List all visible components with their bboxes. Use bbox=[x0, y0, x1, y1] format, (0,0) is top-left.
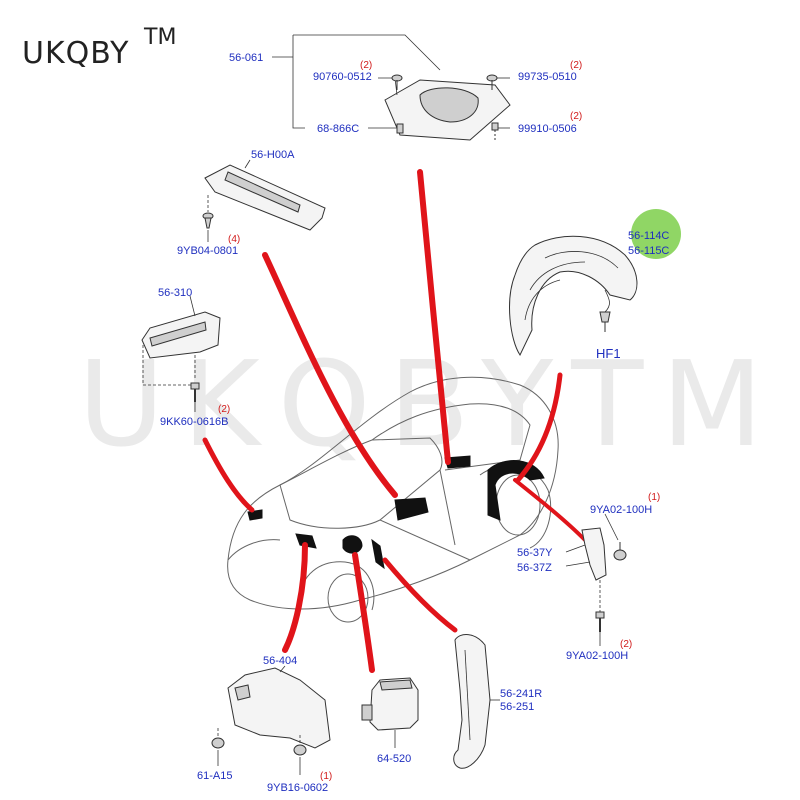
qty-9yb16: (1) bbox=[320, 771, 332, 782]
nut-9ya02-top-icon bbox=[613, 542, 627, 561]
label-56-37z: 56-37Z bbox=[517, 562, 552, 574]
clip-68-866c-icon bbox=[396, 123, 404, 134]
bracket-56-37y bbox=[581, 527, 607, 581]
clip-9yb16-icon bbox=[293, 744, 307, 756]
callout-lines bbox=[202, 169, 587, 673]
label-9kk60-0616b: 9KK60-0616B bbox=[160, 416, 229, 428]
part-56-114c-group: 56-114C 56-115C HF1 bbox=[509, 209, 681, 361]
label-56-115c: 56-115C bbox=[628, 245, 669, 257]
callout-56-061 bbox=[417, 169, 451, 465]
part-56-37y-group: (1) 9YA02-100H 56-37Y 56-37Z (2) 9YA02-1… bbox=[517, 492, 660, 662]
part-56-h00a-group: 56-H00A (4) 9YB04-0801 bbox=[177, 149, 326, 257]
qty-9kk60: (2) bbox=[218, 404, 230, 415]
label-9ya02-100h-bot: 9YA02-100H bbox=[566, 650, 628, 662]
qty-90760: (2) bbox=[360, 60, 372, 71]
label-56-241r: 56-241R bbox=[500, 688, 542, 700]
label-61-a15: 61-A15 bbox=[197, 770, 232, 782]
car-outline bbox=[227, 376, 559, 623]
label-90760-0512: 90760-0512 bbox=[313, 71, 372, 83]
label-99910-0506: 99910-0506 bbox=[518, 123, 577, 135]
label-68-866c: 68-866C bbox=[317, 123, 359, 135]
label-56-310: 56-310 bbox=[158, 287, 192, 299]
box-64-520 bbox=[369, 677, 419, 731]
callout-64-520 bbox=[352, 552, 375, 673]
label-64-520: 64-520 bbox=[377, 753, 411, 765]
qty-99735: (2) bbox=[570, 60, 582, 71]
brand-name: UKQBY bbox=[22, 36, 130, 71]
label-56-h00a: 56-H00A bbox=[251, 149, 295, 161]
nut-61-a15-icon bbox=[211, 737, 225, 749]
qty-9ya02-bot: (2) bbox=[620, 639, 632, 650]
callout-56-114c bbox=[515, 372, 563, 483]
label-56-114c: 56-114C bbox=[628, 230, 669, 242]
cover-56-404 bbox=[227, 667, 331, 749]
label-9ya02-100h-top: 9YA02-100H bbox=[590, 504, 652, 516]
label-9yb04-0801: 9YB04-0801 bbox=[177, 245, 238, 257]
qty-9yb04: (4) bbox=[228, 234, 240, 245]
label-hf1: HF1 bbox=[596, 346, 621, 361]
nut-99910-icon bbox=[491, 122, 499, 142]
label-99735-0510: 99735-0510 bbox=[518, 71, 577, 83]
bolt-9ya02-bot-icon bbox=[595, 611, 605, 632]
qty-9ya02-top: (1) bbox=[648, 492, 660, 503]
callout-56-h00a bbox=[262, 252, 398, 498]
callout-56-404 bbox=[282, 542, 308, 653]
screw-90760-icon bbox=[391, 74, 403, 90]
part-56-061-group: 56-061 (2) 90760-0512 68-866C (2) 99735-… bbox=[229, 34, 582, 142]
part-56-310-group: 56-310 (2) 9KK60-0616B bbox=[141, 287, 230, 428]
bracket-leader bbox=[292, 35, 305, 129]
screw-99735-icon bbox=[486, 74, 498, 90]
callout-56-37y bbox=[513, 478, 587, 542]
liner-56-114c bbox=[509, 235, 638, 357]
part-56-241r-group: 56-241R 56-251 bbox=[453, 634, 542, 769]
watermark: UKQBYTM bbox=[78, 335, 781, 473]
part-56-404-group: 56-404 61-A15 (1) 9YB16-0602 bbox=[197, 655, 332, 794]
brand-tm: TM bbox=[143, 25, 176, 50]
clip-hf1-icon bbox=[599, 311, 611, 332]
label-56-404: 56-404 bbox=[263, 655, 297, 667]
callout-56-241r bbox=[382, 557, 458, 633]
shield-56-241r bbox=[453, 634, 491, 769]
label-56-37y: 56-37Y bbox=[517, 547, 553, 559]
brand-logo: UKQBY TM bbox=[22, 25, 176, 71]
bolt-9kk60-icon bbox=[190, 382, 200, 402]
highlight-dot bbox=[631, 209, 681, 259]
clip-9yb04-icon bbox=[202, 212, 214, 229]
label-56-061: 56-061 bbox=[229, 52, 263, 64]
part-64-520-group: 64-520 bbox=[361, 677, 419, 765]
callout-56-310 bbox=[202, 437, 255, 513]
qty-99910: (2) bbox=[570, 111, 582, 122]
label-9yb16-0602: 9YB16-0602 bbox=[267, 782, 328, 794]
label-56-251: 56-251 bbox=[500, 701, 534, 713]
